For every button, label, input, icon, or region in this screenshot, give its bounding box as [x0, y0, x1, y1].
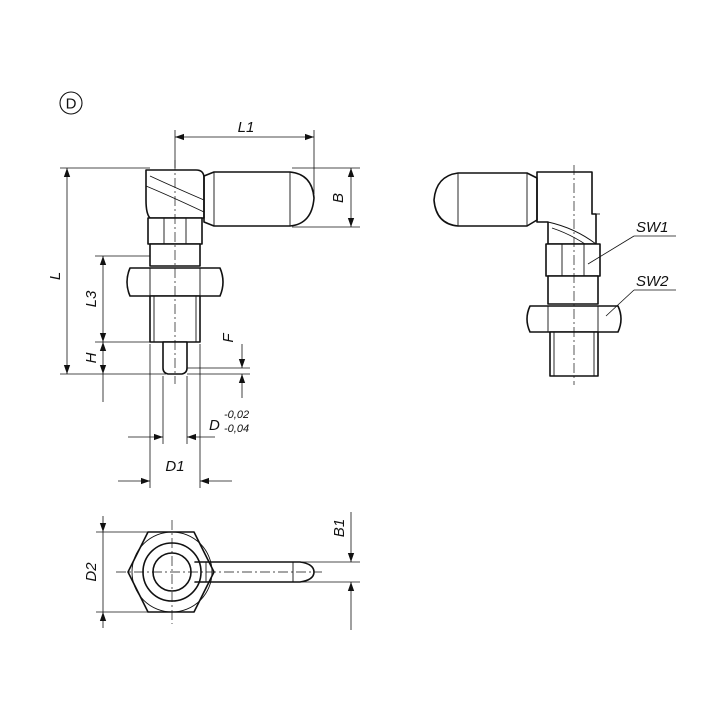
label-D-tol-lower: -0,04	[224, 423, 249, 435]
variant-marker-letter: D	[66, 96, 77, 113]
variant-marker: D	[59, 91, 83, 115]
label-L1: L1	[238, 119, 255, 136]
label-L3: L3	[83, 290, 100, 307]
label-SW2: SW2	[636, 273, 669, 290]
front-dimensions: L1 B L L3 H F D -0,02 -0,04	[47, 119, 360, 488]
top-dimensions: D2 B1	[83, 512, 360, 630]
label-D: D	[209, 417, 220, 434]
front-cam-curve-2	[149, 175, 205, 201]
top-hex-nut	[127, 531, 215, 613]
front-view	[126, 160, 315, 384]
side-grip	[433, 172, 538, 227]
label-D1: D1	[165, 458, 184, 475]
label-H: H	[83, 352, 100, 363]
front-grip	[203, 171, 315, 227]
label-B1: B1	[331, 519, 348, 537]
label-L: L	[47, 272, 64, 280]
side-cam-head	[536, 171, 597, 245]
label-B: B	[330, 193, 347, 203]
front-cam-curve-1	[145, 185, 205, 213]
side-view	[433, 165, 622, 385]
top-view	[116, 520, 322, 624]
label-F: F	[220, 333, 237, 343]
label-D-tol-upper: -0,02	[224, 409, 249, 421]
label-SW1: SW1	[636, 219, 669, 236]
side-leaders: SW1 SW2	[587, 219, 676, 317]
label-D2: D2	[83, 562, 100, 582]
side-upper-hex	[545, 243, 601, 277]
